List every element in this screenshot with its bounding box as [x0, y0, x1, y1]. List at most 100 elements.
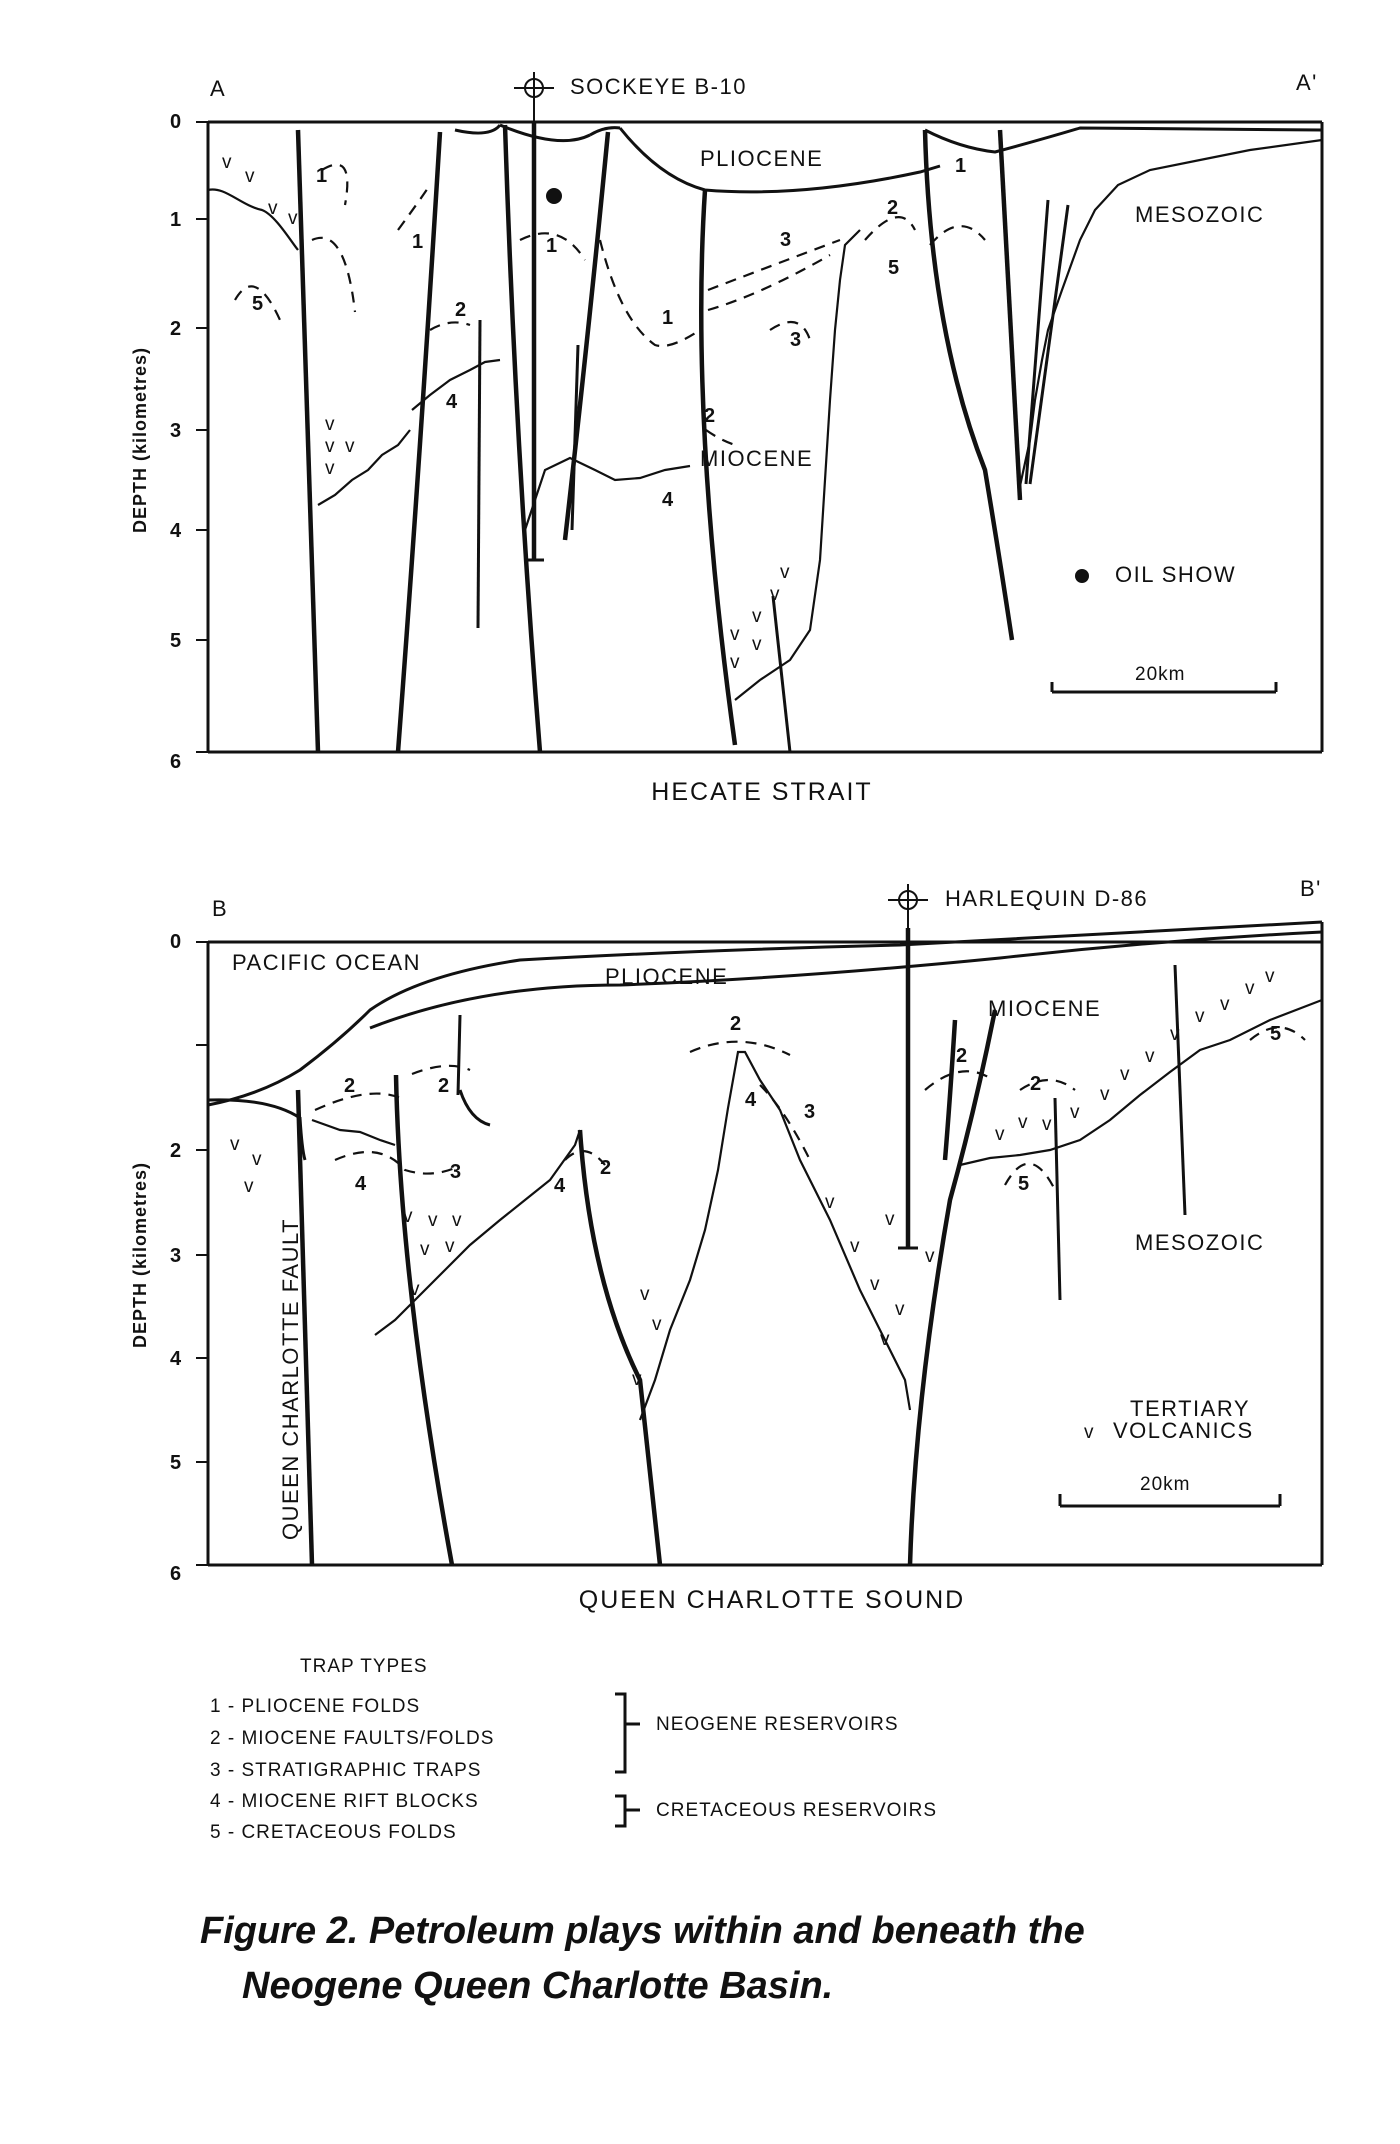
- svg-text:v: v: [850, 1236, 861, 1257]
- svg-text:v: v: [245, 166, 256, 187]
- svg-text:v: v: [895, 1299, 906, 1320]
- scale-label-a: 20km: [1135, 664, 1185, 685]
- svg-text:v: v: [428, 1210, 439, 1231]
- svg-text:v: v: [288, 208, 299, 229]
- svg-text:v: v: [222, 152, 233, 173]
- svg-text:3: 3: [450, 1161, 461, 1183]
- svg-text:1: 1: [955, 155, 966, 177]
- svg-text:v: v: [752, 634, 763, 655]
- svg-text:2: 2: [1030, 1073, 1041, 1095]
- svg-text:3: 3: [790, 329, 801, 351]
- trap-labels-a: 1 1 1 1 1 2 2 2 3 3 4 4 5 5: [252, 155, 966, 511]
- svg-text:4: 4: [745, 1089, 757, 1111]
- svg-text:v: v: [885, 1209, 896, 1230]
- svg-text:v: v: [325, 414, 336, 435]
- depth-tick: 3: [170, 420, 181, 442]
- legend-group-neogene: NEOGENE RESERVOIRS: [656, 1714, 899, 1735]
- svg-text:1: 1: [546, 235, 557, 257]
- depth-tick: 0: [170, 931, 181, 953]
- svg-text:v: v: [325, 436, 336, 457]
- svg-text:2: 2: [956, 1045, 967, 1067]
- well-symbol-icon: [888, 884, 928, 930]
- well-name-harlequin: HARLEQUIN D-86: [945, 886, 1148, 911]
- svg-text:v: v: [1042, 1114, 1053, 1135]
- scale-bar-a: [1050, 682, 1278, 694]
- depth-tick: 4: [170, 1348, 182, 1370]
- svg-text:3: 3: [780, 229, 791, 251]
- svg-text:v: v: [1070, 1102, 1081, 1123]
- unit-label-pliocene: PLIOCENE: [700, 146, 823, 171]
- svg-text:v: v: [780, 562, 791, 583]
- legend-item: 3 - STRATIGRAPHIC TRAPS: [210, 1760, 481, 1781]
- depth-tick: 6: [170, 1563, 181, 1585]
- svg-text:5: 5: [888, 257, 899, 279]
- svg-text:2: 2: [704, 405, 715, 427]
- svg-text:v: v: [1245, 978, 1256, 999]
- depth-axis-label: DEPTH (kilometres): [130, 347, 150, 533]
- svg-text:5: 5: [1270, 1023, 1281, 1045]
- section-label-a-prime: A': [1296, 70, 1318, 95]
- section-label-b: B: [212, 896, 228, 921]
- svg-text:v: v: [420, 1239, 431, 1260]
- svg-text:v: v: [452, 1210, 463, 1231]
- svg-text:2: 2: [887, 197, 898, 219]
- section-label-b-prime: B': [1300, 876, 1322, 901]
- svg-text:1: 1: [412, 231, 423, 253]
- svg-text:v: v: [1100, 1084, 1111, 1105]
- unit-label-miocene: MIOCENE: [988, 996, 1101, 1021]
- cross-section-b: 0 2 3 4 5 6 DEPTH (kilometres) B B' HARL…: [130, 876, 1324, 1614]
- svg-text:v: v: [1220, 994, 1231, 1015]
- volcanics-legend-line2: VOLCANICS: [1113, 1418, 1254, 1443]
- svg-text:2: 2: [730, 1013, 741, 1035]
- svg-text:v: v: [410, 1279, 421, 1300]
- unit-label-mesozoic: MESOZOIC: [1135, 202, 1264, 227]
- volcanics-legend-symbol: v: [1084, 1422, 1095, 1443]
- svg-text:2: 2: [344, 1075, 355, 1097]
- fault-label-queen-charlotte: QUEEN CHARLOTTE FAULT: [278, 1218, 303, 1540]
- svg-text:v: v: [825, 1192, 836, 1213]
- svg-text:v: v: [880, 1329, 891, 1350]
- svg-text:v: v: [230, 1134, 241, 1155]
- legend-group-cretaceous: CRETACEOUS RESERVOIRS: [656, 1800, 937, 1821]
- well-name-sockeye: SOCKEYE B-10: [570, 74, 747, 99]
- svg-text:v: v: [445, 1236, 456, 1257]
- svg-text:3: 3: [804, 1101, 815, 1123]
- svg-text:4: 4: [662, 489, 674, 511]
- svg-text:5: 5: [1018, 1173, 1029, 1195]
- svg-text:v: v: [1145, 1046, 1156, 1067]
- svg-text:v: v: [752, 606, 763, 627]
- volcanics-legend-line1: TERTIARY: [1130, 1396, 1250, 1421]
- depth-tick: 5: [170, 1452, 181, 1474]
- scale-bar-b: [1058, 1494, 1282, 1508]
- oil-show-marker-icon: [546, 188, 562, 204]
- trap-labels-b: 2 2 2 2 2 2 3 3 4 4 4 5 5: [344, 1013, 1281, 1197]
- legend-heading: TRAP TYPES: [300, 1656, 428, 1677]
- depth-axis-label: DEPTH (kilometres): [130, 1162, 150, 1348]
- depth-tick: 1: [170, 209, 181, 231]
- svg-text:2: 2: [600, 1157, 611, 1179]
- svg-text:v: v: [244, 1176, 255, 1197]
- depth-tick: 0: [170, 111, 181, 133]
- svg-text:v: v: [652, 1314, 663, 1335]
- legend-item: 1 - PLIOCENE FOLDS: [210, 1696, 420, 1717]
- depth-tick: 6: [170, 751, 181, 773]
- svg-text:v: v: [925, 1246, 936, 1267]
- svg-text:v: v: [1195, 1006, 1206, 1027]
- unit-label-mesozoic: MESOZOIC: [1135, 1230, 1264, 1255]
- svg-text:v: v: [1265, 966, 1276, 987]
- svg-text:v: v: [403, 1206, 414, 1227]
- oil-show-legend-icon: [1075, 569, 1089, 583]
- depth-tick: 3: [170, 1245, 181, 1267]
- depth-tick: 4: [170, 520, 182, 542]
- svg-text:v: v: [632, 1369, 643, 1390]
- svg-text:v: v: [1018, 1112, 1029, 1133]
- figure-caption-line2: Neogene Queen Charlotte Basin.: [242, 1965, 833, 2007]
- unit-label-pliocene: PLIOCENE: [605, 964, 728, 989]
- svg-text:v: v: [1170, 1024, 1181, 1045]
- svg-text:5: 5: [252, 293, 263, 315]
- svg-text:v: v: [730, 624, 741, 645]
- svg-text:v: v: [345, 436, 356, 457]
- depth-tick: 2: [170, 1140, 181, 1162]
